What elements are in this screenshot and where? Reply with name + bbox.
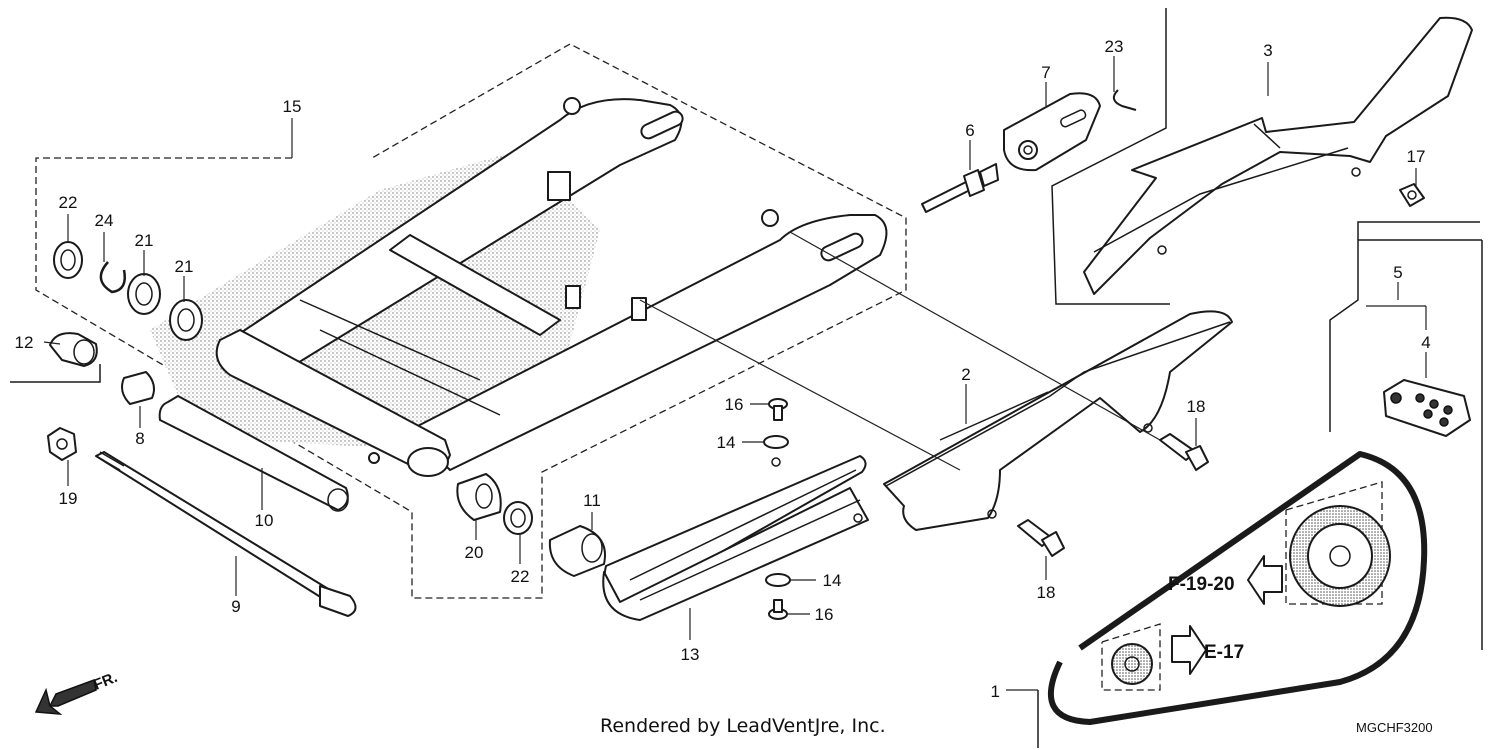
callout-24: 24	[95, 211, 114, 230]
callout-7: 7	[1041, 63, 1050, 82]
callout-15: 15	[283, 97, 302, 116]
screw-16-bottom	[768, 599, 788, 620]
callout-6: 6	[965, 121, 974, 140]
callout-11: 11	[583, 491, 601, 510]
callout-14a: 14	[717, 433, 736, 452]
oil-seal-22-right	[503, 501, 533, 535]
callout-16a: 16	[725, 395, 744, 414]
callout-17: 17	[1407, 147, 1426, 166]
bracket-12	[10, 364, 101, 383]
collar-8	[121, 371, 155, 405]
drive-chain-case-2	[883, 310, 1233, 531]
clip-23	[1112, 89, 1137, 111]
callout-3: 3	[1263, 41, 1272, 60]
callout-10: 10	[255, 511, 274, 530]
chain-guard-3	[1083, 16, 1473, 295]
chain-joint-4	[1383, 379, 1471, 437]
pivot-bolt-9	[95, 451, 357, 617]
front-marker: FR.	[91, 669, 120, 694]
callout-8: 8	[135, 429, 144, 448]
callout-21b: 21	[175, 257, 194, 276]
group-boundary-swingarm	[35, 43, 907, 599]
leader-lines	[43, 56, 1427, 691]
washer-14-top	[763, 435, 789, 449]
reference-arrow-f1920-icon	[1247, 555, 1283, 605]
bolt-18-lower	[1017, 519, 1065, 557]
adjuster-bolt-6	[921, 163, 999, 213]
callout-22a: 22	[59, 193, 78, 212]
rear-sprocket-ref	[1285, 481, 1391, 607]
pivot-collar-10	[158, 395, 349, 512]
render-credit: Rendered by LeadVentJre, Inc.	[600, 715, 886, 737]
bush-12	[49, 332, 98, 367]
reference-e-17[interactable]: E-17	[1204, 642, 1244, 663]
chain-adjuster-7	[1003, 92, 1101, 172]
drive-chain-1	[1048, 451, 1428, 725]
reference-f-19-20[interactable]: F-19-20	[1168, 574, 1235, 595]
bolt-18-upper	[1159, 433, 1209, 471]
washer-14-bottom	[765, 573, 791, 587]
callout-19: 19	[59, 489, 78, 508]
callout-4: 4	[1421, 333, 1430, 352]
callout-18b: 18	[1037, 583, 1056, 602]
callout-23: 23	[1105, 37, 1124, 56]
bolt-17	[1399, 183, 1425, 207]
swingarm-15	[150, 97, 888, 477]
front-arrow-icon	[34, 678, 97, 715]
screw-16-top	[768, 398, 788, 421]
oil-seal-22-left	[53, 241, 83, 279]
diagram-code: MGCHF3200	[1356, 720, 1433, 735]
reference-arrow-e17-icon	[1171, 625, 1207, 675]
callout-22b: 22	[511, 567, 530, 586]
callout-21a: 21	[135, 231, 154, 250]
bearing-21-inner	[169, 299, 203, 341]
chain-slider-13	[602, 455, 869, 621]
bearing-21-outer	[127, 273, 161, 315]
collar-11	[548, 525, 606, 577]
callout-16b: 16	[815, 605, 834, 624]
bearing-20	[456, 473, 502, 521]
callout-12: 12	[15, 333, 34, 352]
drive-sprocket-ref	[1101, 623, 1161, 691]
callout-13: 13	[681, 645, 700, 664]
callout-14b: 14	[823, 571, 842, 590]
callout-5: 5	[1393, 263, 1402, 282]
callout-20: 20	[465, 543, 484, 562]
callout-1: 1	[991, 682, 1000, 701]
callout-2: 2	[961, 365, 970, 384]
callout-9: 9	[231, 597, 240, 616]
group-boundary-guard	[1051, 8, 1480, 305]
callout-18a: 18	[1187, 397, 1206, 416]
nut-19	[47, 427, 77, 461]
snap-ring-24	[99, 261, 126, 294]
group-boundary-drive	[1037, 239, 1483, 748]
